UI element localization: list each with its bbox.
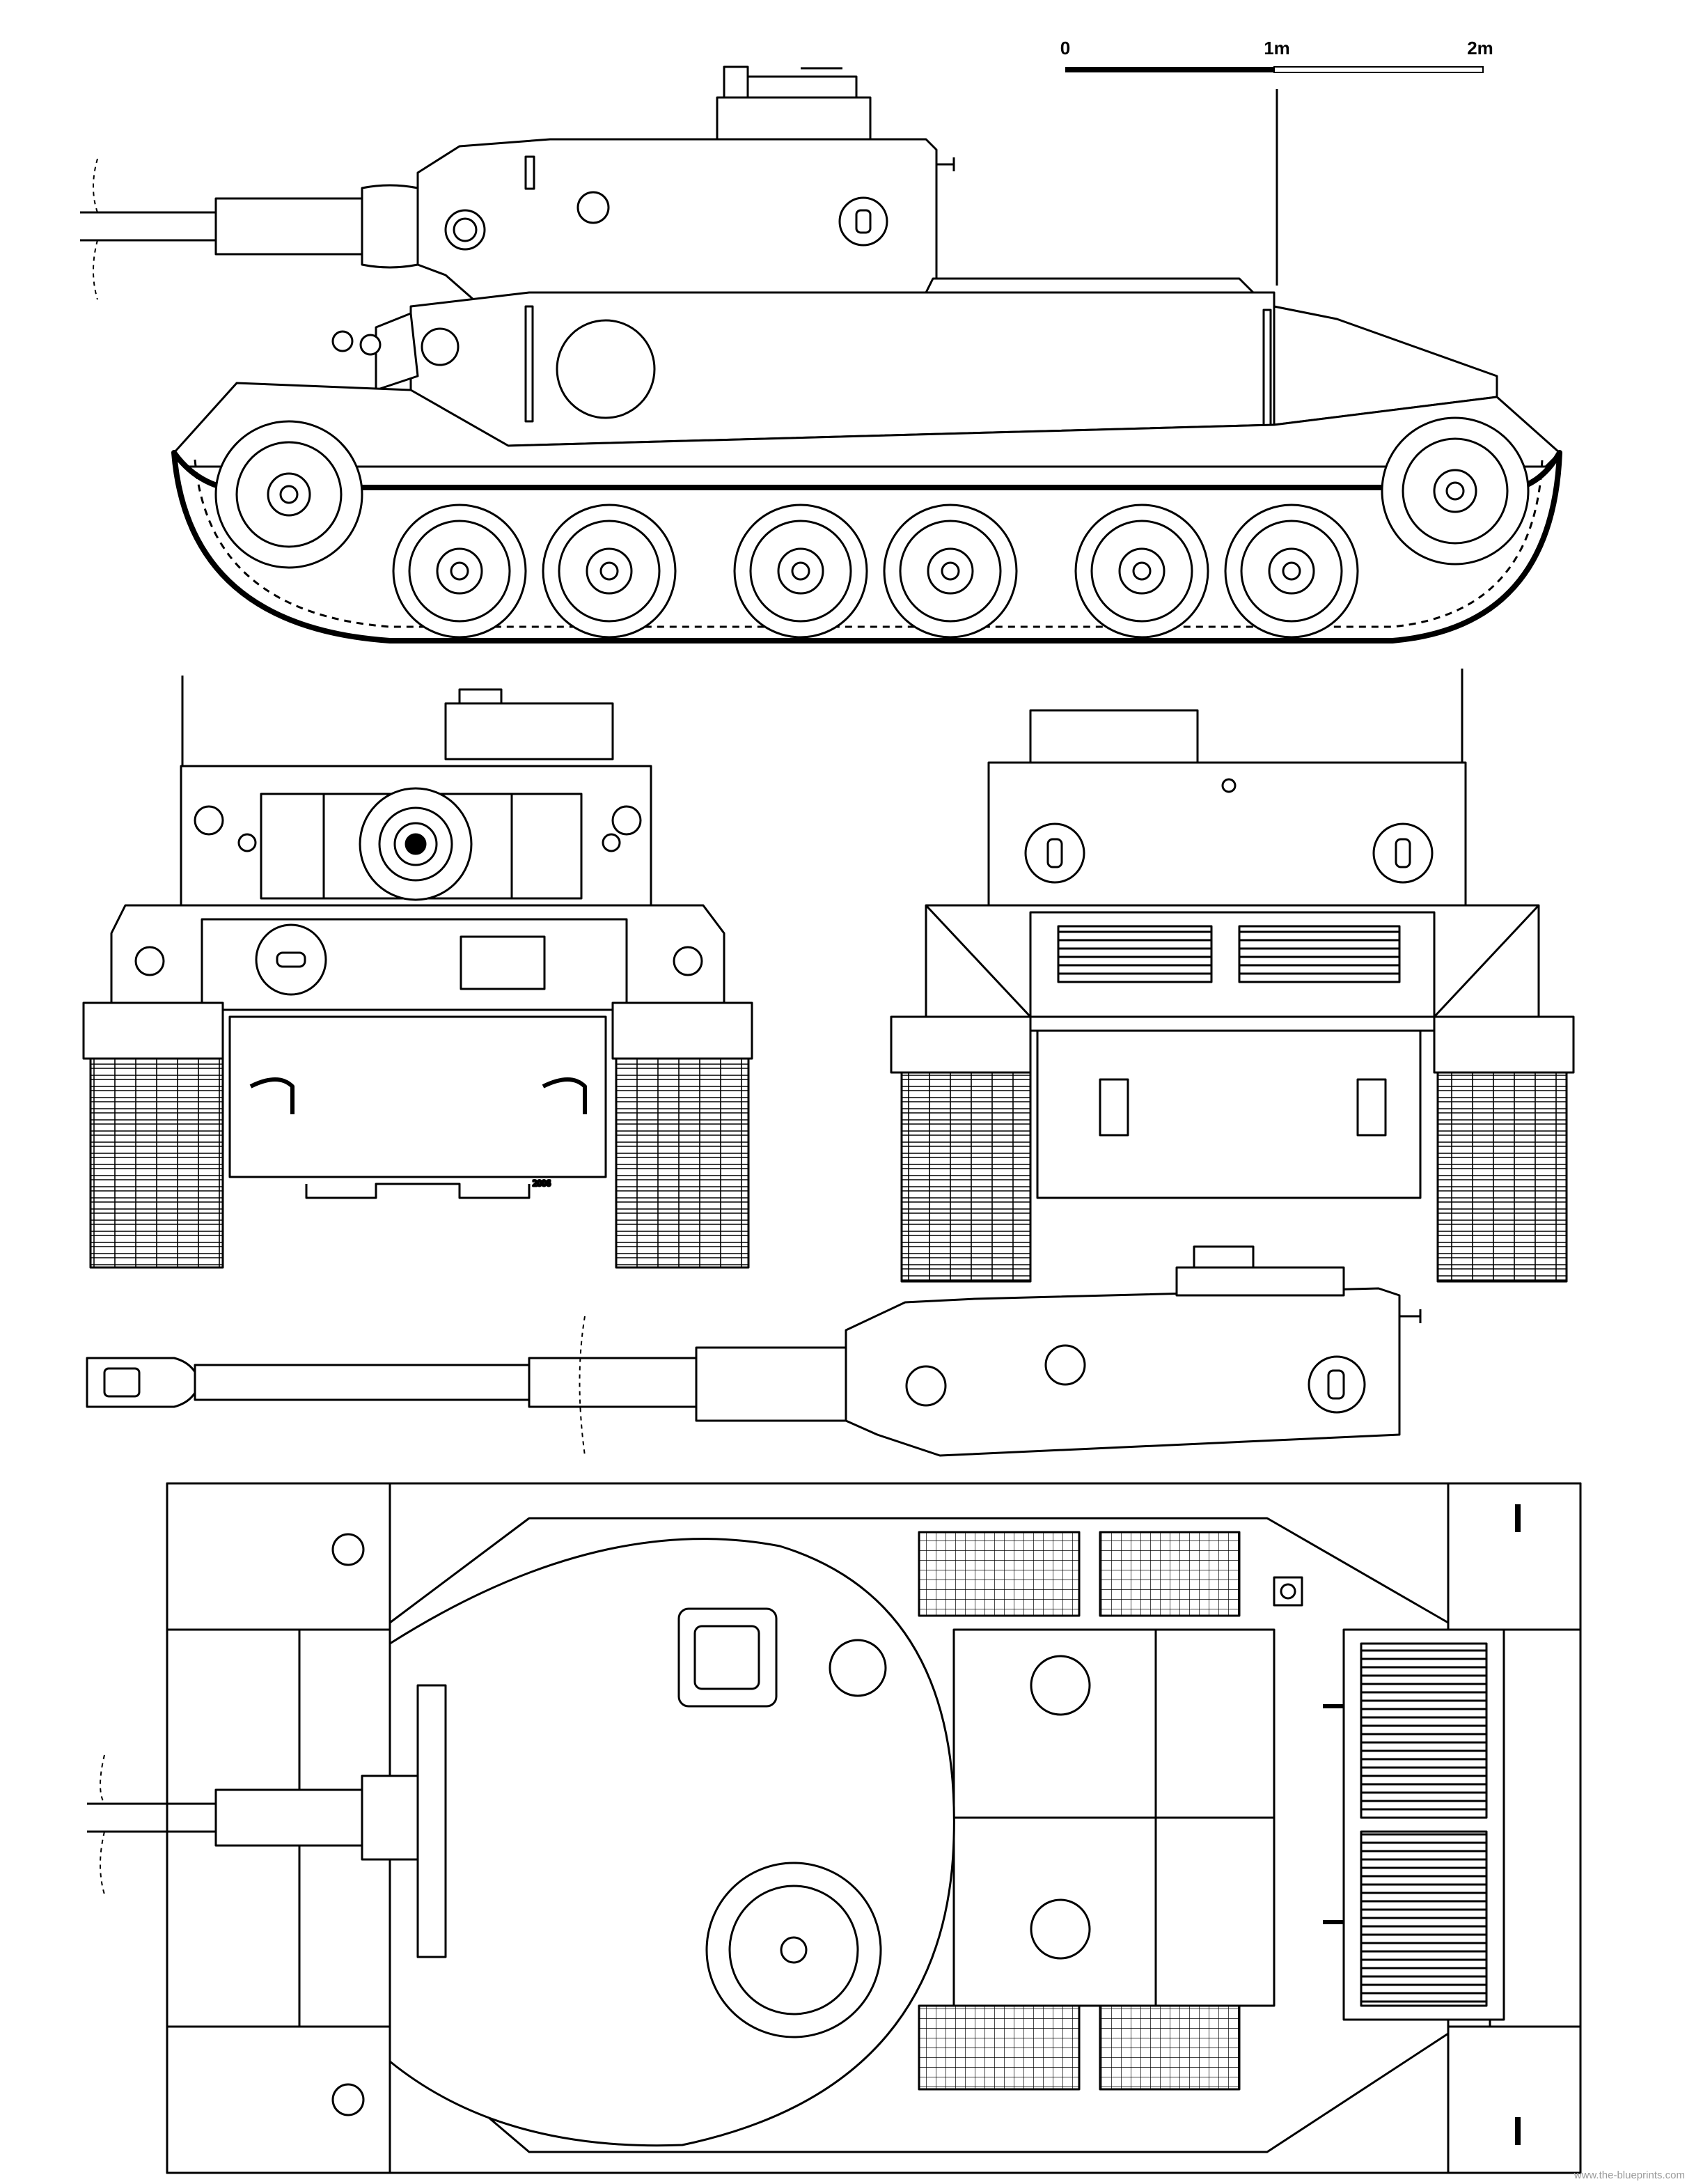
idler-wheel	[1381, 416, 1530, 566]
turret-side-view	[86, 1245, 1422, 1457]
rear-cooling-louvres	[1342, 1628, 1505, 2021]
gun-barrel-top	[87, 1684, 447, 1958]
road-wheel	[1224, 504, 1359, 639]
lower-hull	[173, 382, 1561, 468]
left-track-front	[89, 1057, 224, 1269]
signature-text: 2006	[533, 1178, 551, 1188]
turret-side	[416, 65, 955, 301]
pistol-port	[1044, 1344, 1086, 1386]
rear-view	[890, 669, 1575, 1283]
turret-pistol-port	[576, 191, 610, 224]
scale-bar: 0 1m 2m	[1060, 38, 1493, 73]
right-track-front	[615, 1057, 750, 1269]
road-wheels	[392, 504, 1359, 639]
turret-top	[389, 1538, 955, 2147]
left-track-rear	[900, 1071, 1032, 1283]
hull-superstructure	[331, 277, 1498, 447]
loader-hatch	[829, 1639, 887, 1697]
muzzle-brake	[86, 1357, 196, 1408]
side-view	[80, 65, 1562, 644]
road-wheel	[733, 504, 868, 639]
driver-visor	[421, 327, 460, 366]
hull-visor-circle	[556, 319, 656, 419]
rear-louvres	[1057, 925, 1401, 983]
driver-visor	[255, 923, 327, 996]
right-track-rear	[1436, 1071, 1568, 1283]
main-gun-barrel	[80, 158, 419, 300]
rear-deck-panels	[952, 1628, 1351, 2007]
road-wheel	[542, 504, 677, 639]
road-wheel	[883, 504, 1018, 639]
watermark-text: www.the-blueprints.com	[1573, 2169, 1685, 2181]
scale-label-2m: 2m	[1467, 38, 1493, 58]
road-wheel	[1074, 504, 1209, 639]
road-wheel	[392, 504, 527, 639]
engine-grilles	[918, 1531, 1241, 2091]
scale-label-0: 0	[1060, 38, 1070, 58]
drive-sprocket	[214, 420, 363, 569]
scale-label-1m: 1m	[1264, 38, 1290, 58]
gun-mantlet	[322, 787, 513, 901]
front-view: 2006	[82, 676, 753, 1269]
top-view	[87, 1482, 1582, 2174]
